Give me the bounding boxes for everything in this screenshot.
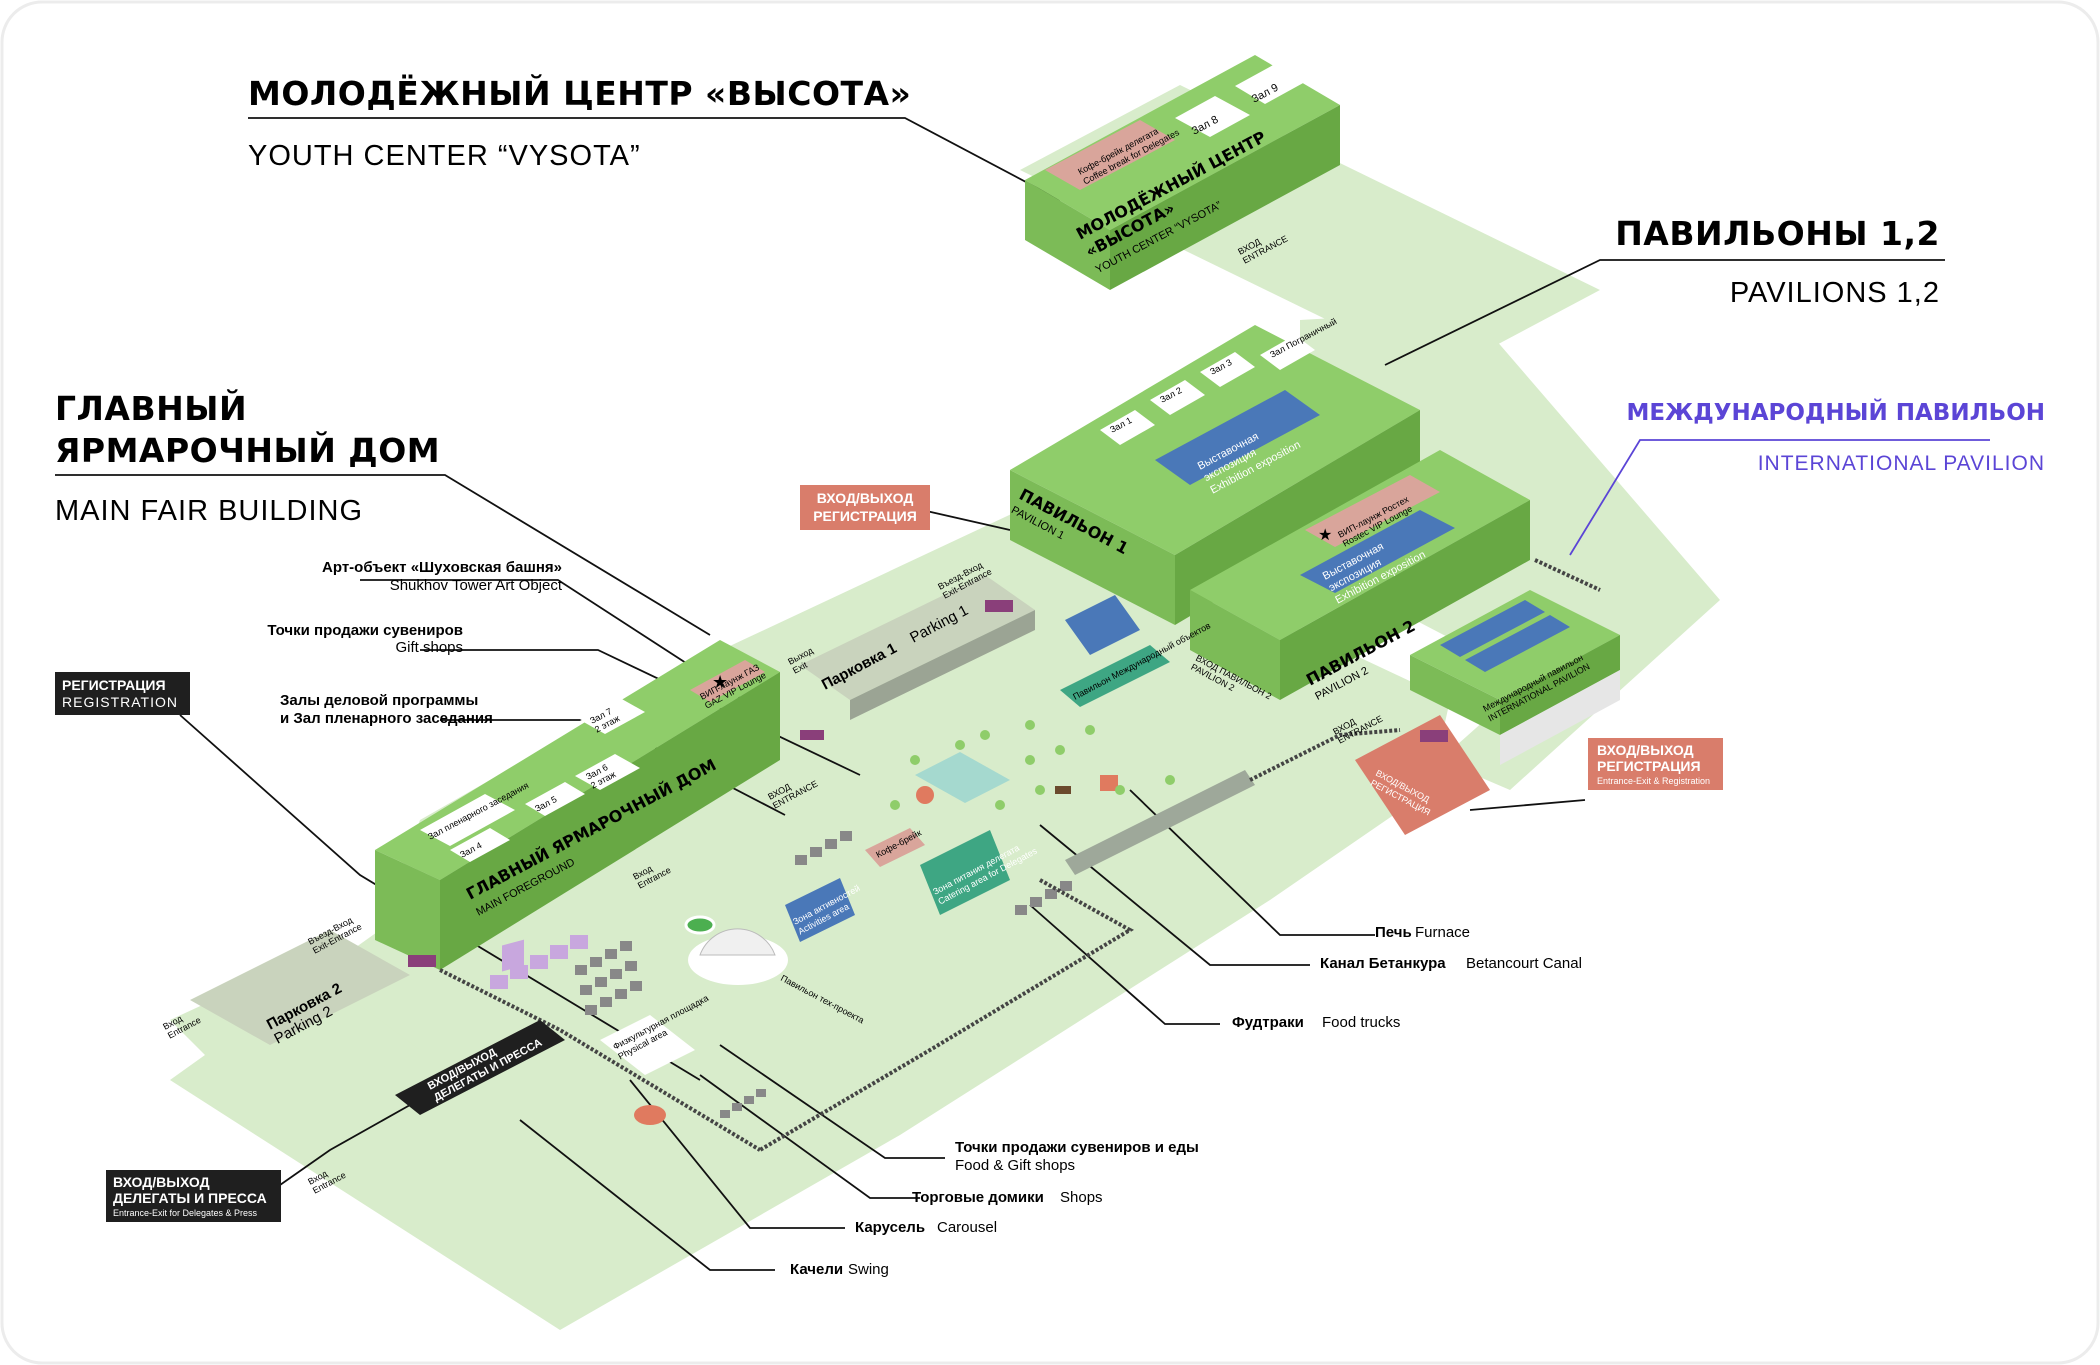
heading-main-1: ГЛАВНЫЙ xyxy=(55,388,247,428)
callout-furnace-en: Furnace xyxy=(1415,924,1470,941)
registration-en: REGISTRATION xyxy=(62,694,178,710)
swing-icon[interactable] xyxy=(502,939,524,972)
heading-main-2: ЯРМАРОЧНЫЙ ДОМ xyxy=(55,430,440,470)
entrance-registration-ru-2: РЕГИСТРАЦИЯ xyxy=(813,508,917,524)
heading-intl: МЕЖДУНАРОДНЫЙ ПАВИЛЬОН xyxy=(1626,398,2045,426)
callout-foodtrucks-ru: Фудтраки xyxy=(1232,1014,1304,1031)
entrance-registration-2-ru-1: ВХОД/ВЫХОД xyxy=(1597,742,1694,758)
callout-canal-en: Betancourt Canal xyxy=(1466,955,1582,972)
callout-foodtrucks-en: Food trucks xyxy=(1322,1014,1400,1031)
pavilion-registration-box[interactable]: ВХОД/ВЫХОД РЕГИСТРАЦИЯ xyxy=(1355,715,1490,835)
food-trucks[interactable] xyxy=(575,831,1072,1118)
pool-area xyxy=(915,752,1010,803)
callout-carousel-ru: Карусель xyxy=(855,1219,925,1236)
shop-houses[interactable] xyxy=(490,935,588,989)
callout-shops: Торговые домики Shops xyxy=(912,1189,1103,1206)
entrance-registration-box[interactable]: ВХОД/ВЫХОД РЕГИСТРАЦИЯ xyxy=(800,485,930,530)
bench-icon xyxy=(1055,786,1071,794)
delegates-en: Entrance-Exit for Delegates & Press xyxy=(113,1208,258,1218)
callout-gift: Точки продажи сувениров xyxy=(267,622,463,639)
callout-shukhov-en: Shukhov Tower Art Object xyxy=(390,577,563,594)
delegates-entrance-box[interactable]: ВХОД/ВЫХОД ДЕЛЕГАТЫ И ПРЕССА Entrance-Ex… xyxy=(106,1170,281,1222)
pavilion-zone-blue[interactable] xyxy=(1065,595,1140,655)
callout-furnace-ru: Печь xyxy=(1375,924,1412,941)
heading-vysota-en: YOUTH CENTER “VYSOTA” xyxy=(248,140,641,172)
callout-swing: Качели Swing xyxy=(790,1261,889,1278)
callout-shops-ru: Торговые домики xyxy=(912,1189,1044,1206)
red-object-icon xyxy=(916,786,934,804)
betancourt-canal[interactable] xyxy=(1065,770,1255,875)
callout-canal-ru: Канал Бетанкура xyxy=(1320,955,1446,972)
callout-halls-2: и Зал пленарного заседания xyxy=(280,710,493,727)
carousel-icon[interactable] xyxy=(634,1105,666,1125)
building-international-pavilion[interactable]: Международный павильон INTERNATIONAL PAV… xyxy=(1410,590,1620,765)
callout-foodgift: Точки продажи сувениров и еды xyxy=(955,1139,1199,1156)
callout-foodtrucks: Фудтраки Food trucks xyxy=(1232,1014,1400,1031)
callout-swing-en: Swing xyxy=(848,1261,889,1278)
callout-shukhov: Арт-объект «Шуховская башня» xyxy=(322,559,562,576)
entrance-registration-2-en: Entrance-Exit & Registration xyxy=(1597,776,1710,786)
registration-ru: РЕГИСТРАЦИЯ xyxy=(62,677,166,693)
callout-gift-en: Gift shops xyxy=(395,639,463,656)
heading-pavilions: ПАВИЛЬОНЫ 1,2 xyxy=(1615,214,1940,253)
fence xyxy=(439,558,1601,1152)
star-icon-main: ★ xyxy=(712,672,728,692)
trees xyxy=(890,720,1175,810)
callout-swing-ru: Качели xyxy=(790,1261,843,1278)
heading-vysota: МОЛОДЁЖНЫЙ ЦЕНТР «ВЫСОТА» xyxy=(248,73,911,113)
delegates-ru-1: ВХОД/ВЫХОД xyxy=(113,1174,210,1190)
star-icon: ★ xyxy=(1318,527,1332,544)
callout-furnace: Печь Furnace xyxy=(1375,924,1470,941)
delegates-ru-2: ДЕЛЕГАТЫ И ПРЕССА xyxy=(113,1190,267,1206)
heading-pavilions-en: PAVILIONS 1,2 xyxy=(1730,277,1940,309)
heading-intl-en: INTERNATIONAL PAVILION xyxy=(1758,452,2045,475)
furnace-icon[interactable] xyxy=(1100,775,1118,791)
registration-box[interactable]: РЕГИСТРАЦИЯ REGISTRATION xyxy=(55,672,190,715)
entrance-markers xyxy=(408,600,1448,967)
entrance-registration-2-ru-2: РЕГИСТРАЦИЯ xyxy=(1597,758,1701,774)
callout-canal: Канал Бетанкура Betancourt Canal xyxy=(1320,955,1582,972)
building-vysota[interactable]: МОЛОДЁЖНЫЙ ЦЕНТР «ВЫСОТА» YOUTH CENTER “… xyxy=(1025,55,1340,290)
building-main-fair[interactable]: ГЛАВНЫЙ ЯРМАРОЧНЫЙ ДОМ MAIN FOREGROUND З… xyxy=(375,640,780,970)
entrance-registration-ru-1: ВХОД/ВЫХОД xyxy=(817,490,914,506)
entrance-registration-box-2[interactable]: ВХОД/ВЫХОД РЕГИСТРАЦИЯ Entrance-Exit & R… xyxy=(1588,738,1723,790)
heading-main-en: MAIN FAIR BUILDING xyxy=(55,495,363,527)
callout-halls-1: Залы деловой программы xyxy=(280,692,478,709)
callout-foodgift-en: Food & Gift shops xyxy=(955,1157,1075,1174)
callout-carousel: Карусель Carousel xyxy=(855,1219,997,1236)
callout-carousel-en: Carousel xyxy=(937,1219,997,1236)
callout-shops-en: Shops xyxy=(1060,1189,1103,1206)
